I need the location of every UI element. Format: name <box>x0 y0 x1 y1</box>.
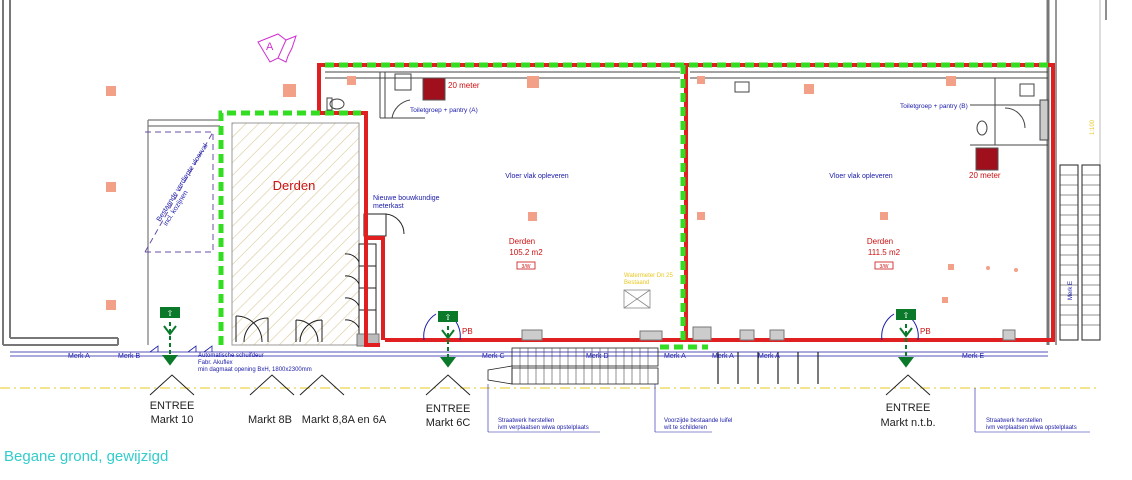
entrance-name: Markt 10 <box>151 414 194 426</box>
section-marker-letter: A <box>266 41 274 53</box>
distance-label-left: 20 meter <box>448 81 480 90</box>
merk-label: Merk D <box>586 353 609 360</box>
hatched-unit-label: Derden <box>273 178 316 193</box>
existing-building-walls <box>2 0 1107 346</box>
unit-tag-left: 3/W <box>522 264 531 270</box>
unit-name-right: Derden <box>867 237 893 246</box>
water-meter-icon <box>623 289 651 309</box>
merk-label: Merk A <box>712 353 734 360</box>
street-note-leaders <box>487 384 1090 433</box>
entrance-name: Markt 8B <box>248 414 292 426</box>
entrance-name: Markt 8,8A en 6A <box>302 414 387 426</box>
floor-label-right: Vloer vlak opleveren <box>829 173 893 180</box>
street-note-left: Straatwerk herstellen ivm verplaatsen wi… <box>498 418 589 431</box>
unit-tag-box-right <box>874 261 894 270</box>
technical-box-right <box>975 147 999 171</box>
pb-label-right: PB <box>920 327 931 336</box>
facade-lines <box>10 351 1048 357</box>
entrance-name: Markt n.t.b. <box>880 417 935 429</box>
svg-text:⇧: ⇧ <box>167 309 174 318</box>
sprinkler-markers <box>106 76 1018 310</box>
entrance-stairs-treads <box>519 348 649 384</box>
meterkast-label: Nieuwe bouwkundige meterkast <box>373 195 442 210</box>
merk-label: Merk A <box>664 353 686 360</box>
awning-note: Voorzijde bestaande luifel wit te schild… <box>663 418 734 431</box>
unit-boundary <box>317 63 1055 347</box>
unit-area-left: 105.2 m2 <box>509 248 543 257</box>
pb-label-left: PB <box>462 327 473 336</box>
stairs-right-treads <box>1060 174 1100 326</box>
unit-tag-right: 3/W <box>880 264 889 270</box>
unit-doors <box>235 315 323 343</box>
entrance-title: ENTREE <box>886 402 931 414</box>
door-note: Automatische schuifdeur Fabr. Akuflex mi… <box>198 353 312 373</box>
plan-title: Begane grond, gewijzigd <box>4 448 168 465</box>
toilet-label-right: Toiletgroep + pantry (B) <box>900 103 968 110</box>
unit-name-left: Derden <box>509 237 535 246</box>
merk-label: Merk E <box>962 353 985 360</box>
unit-area-right: 111.5 m2 <box>868 248 901 257</box>
merk-label: Merk A <box>68 353 90 360</box>
entrance-stairs <box>487 347 659 385</box>
distance-label-right: 20 meter <box>969 171 1001 180</box>
merk-label: Merk B <box>118 353 141 360</box>
bike-rack <box>717 352 819 384</box>
escape-route <box>218 62 1053 350</box>
exit-signs: ⇧ ⇧ ⇧ <box>160 307 916 322</box>
svg-text:⇧: ⇧ <box>903 311 910 320</box>
street-note-right: Straatwerk herstellen ivm verplaatsen wi… <box>986 418 1077 431</box>
entrance-title: ENTREE <box>426 403 471 415</box>
existing-zone-outline <box>144 131 214 253</box>
merk-label: Merk C <box>482 353 505 360</box>
facade-columns <box>521 326 1016 341</box>
facade-doors-left <box>149 345 213 353</box>
storage-cubicles <box>344 243 380 347</box>
existing-wall-label: Bestaande verdiepte vloerval incl. kozij… <box>156 141 218 227</box>
toilet-block-right <box>690 71 1049 146</box>
technical-box-left <box>422 77 446 101</box>
hatched-unit-area <box>231 122 360 346</box>
entrance-markers <box>149 374 931 396</box>
water-meter-label: Watermeter Dn 25 Bestaand <box>624 273 674 286</box>
unit-tag-box-left <box>516 261 536 270</box>
merk-label: Merk A <box>758 353 780 360</box>
floor-label-left: Vloer vlak opleveren <box>505 173 569 180</box>
exit-arrows <box>162 322 914 368</box>
section-marker <box>257 33 297 63</box>
meterkast <box>363 213 405 237</box>
toilet-block-left <box>325 71 680 119</box>
side-tag: 1:100 <box>1090 119 1096 135</box>
svg-text:⇧: ⇧ <box>445 313 452 322</box>
entrance-title: ENTREE <box>150 400 195 412</box>
stairs-right <box>1059 164 1101 341</box>
entrance-name: Markt 6C <box>426 417 471 429</box>
pb-doors <box>423 313 919 341</box>
toilet-label-left: Toiletgroep + pantry (A) <box>410 107 478 114</box>
side-note: Merk E <box>1068 281 1074 300</box>
